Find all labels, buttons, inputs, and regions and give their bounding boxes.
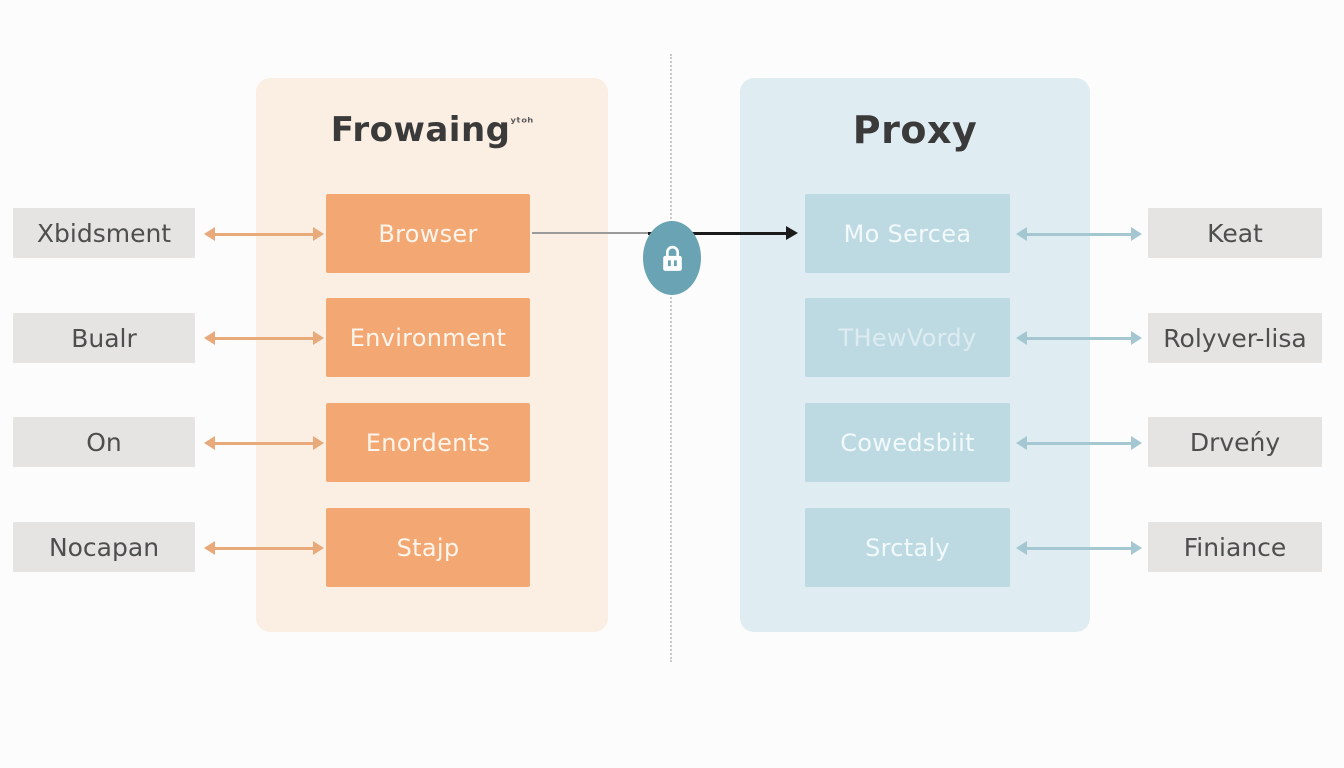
- node-browser: Browser: [326, 194, 530, 273]
- label-on: On: [13, 417, 195, 467]
- double-arrow-right-4: [1016, 540, 1142, 556]
- left-panel-title-superscript: ʸᵗᵒʰ: [510, 116, 534, 131]
- node-label: Srctaly: [865, 533, 950, 562]
- double-arrow-right-3: [1016, 435, 1142, 451]
- node-label: Browser: [378, 219, 478, 248]
- node-mo-sercea: Mo Sercea: [805, 194, 1010, 273]
- label-text: Rolyver-lisa: [1163, 323, 1307, 353]
- label-text: Finiance: [1183, 532, 1287, 562]
- label-nocapan: Nocapan: [13, 522, 195, 572]
- node-label: Environment: [349, 323, 507, 352]
- label-text: Keat: [1207, 218, 1263, 248]
- double-arrow-left-4: [204, 540, 324, 556]
- left-panel-title-text: Frowaing: [330, 110, 511, 150]
- node-label: THewVordy: [838, 323, 977, 352]
- node-stajp: Stajp: [326, 508, 530, 587]
- label-text: Drveńy: [1189, 427, 1281, 457]
- label-text: Nocapan: [48, 532, 160, 562]
- label-text: On: [86, 427, 122, 457]
- label-keat: Keat: [1148, 208, 1322, 258]
- label-drveny: Drveńy: [1148, 417, 1322, 467]
- lock-icon: [662, 245, 682, 271]
- double-arrow-right-1: [1016, 226, 1142, 242]
- double-arrow-left-2: [204, 330, 324, 346]
- node-label: Stajp: [396, 533, 460, 562]
- label-bualr: Bualr: [13, 313, 195, 363]
- node-cowedsbiit: Cowedsbiit: [805, 403, 1010, 482]
- label-text: Xbidsment: [36, 218, 172, 248]
- node-srctaly: Srctaly: [805, 508, 1010, 587]
- double-arrow-left-1: [204, 226, 324, 242]
- node-environment: Environment: [326, 298, 530, 377]
- node-thewvordy: THewVordy: [805, 298, 1010, 377]
- right-panel-title: Proxy: [852, 108, 978, 152]
- lock-badge: [643, 221, 701, 295]
- label-xbidsment: Xbidsment: [13, 208, 195, 258]
- connector-feed-line: [532, 232, 650, 234]
- center-divider: [670, 54, 672, 662]
- node-enordents: Enordents: [326, 403, 530, 482]
- node-label: Cowedsbiit: [840, 428, 975, 457]
- double-arrow-right-2: [1016, 330, 1142, 346]
- label-rolyver-lisa: Rolyver-lisa: [1148, 313, 1322, 363]
- label-text: Bualr: [71, 323, 137, 353]
- node-label: Enordents: [365, 428, 491, 457]
- node-label: Mo Sercea: [843, 219, 972, 248]
- double-arrow-left-3: [204, 435, 324, 451]
- connector-arrow: [648, 226, 798, 240]
- label-finiance: Finiance: [1148, 522, 1322, 572]
- left-panel-title: Frowaingʸᵗᵒʰ: [256, 110, 608, 150]
